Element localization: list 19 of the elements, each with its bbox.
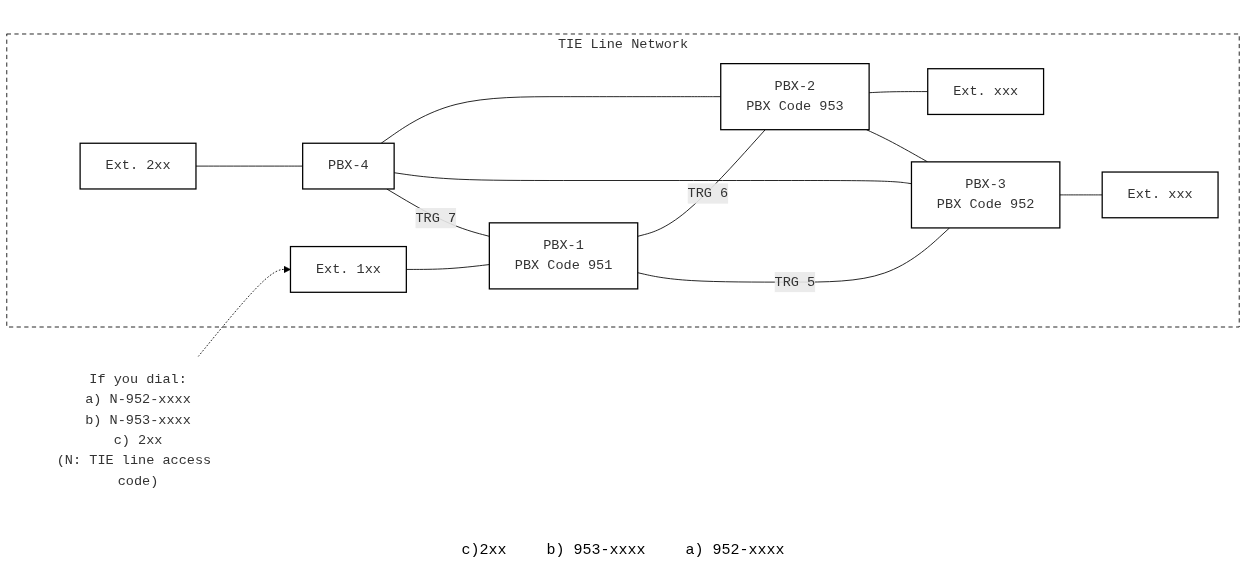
annotation-label: c)2xx bbox=[461, 542, 507, 559]
node-box: Ext. 2xx bbox=[79, 142, 197, 190]
edge-label: TRG 5 bbox=[774, 274, 816, 290]
annotation-label: a) 952-xxxx bbox=[685, 542, 785, 559]
connector bbox=[1059, 194, 1103, 196]
node-box: PBX-2 PBX Code 953 bbox=[720, 63, 870, 131]
annotation-label: b) 953-xxxx bbox=[546, 542, 646, 559]
node-box: Ext. xxx bbox=[927, 68, 1045, 116]
node-box: PBX-1 PBX Code 951 bbox=[488, 222, 639, 290]
edge-label: TRG 7 bbox=[415, 210, 457, 226]
node-box: Ext. xxx bbox=[1101, 171, 1219, 219]
connector bbox=[866, 129, 928, 163]
node-box: PBX-4 bbox=[302, 142, 395, 190]
node-box: PBX-3 PBX Code 952 bbox=[910, 161, 1061, 229]
edge-label: TRG 6 bbox=[687, 185, 729, 202]
connector bbox=[386, 188, 490, 237]
node-box: Ext. 1xx bbox=[289, 245, 407, 293]
connector bbox=[637, 129, 766, 237]
node-text: If you dial: a) N-952-xxxx b) N-953-xxxx c) 2xx (N: TIE line access code) bbox=[56, 371, 212, 489]
